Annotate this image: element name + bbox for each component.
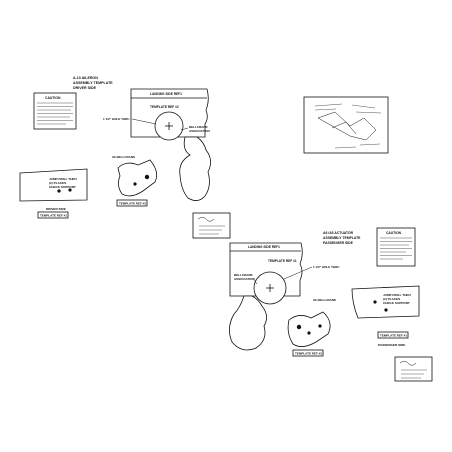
right-bracket-ref-tag <box>292 349 324 357</box>
right-title-line-2: ASSEMBLY TEMPLATE <box>323 236 361 240</box>
right-mount-plate: LANDING SIDE REF1 TEMPLATE REF #1 1 1/2"… <box>229 242 339 351</box>
right-bellcrank-note-2: ASSOCIATION <box>234 277 255 281</box>
left-caution-box <box>33 92 77 130</box>
left-mount-plate-ref: TEMPLATE REF #2 <box>150 105 179 109</box>
right-drill-ref-tag <box>377 331 409 339</box>
left-drill-template-outline <box>19 168 88 202</box>
left-drill-hole-1 <box>57 189 61 193</box>
left-assembly-title: A-10 AILERON ASSEMBLY TEMPLATE DRIVER SI… <box>73 76 113 90</box>
left-bellcrank-note-2: ASSOCIATION <box>189 129 210 133</box>
right-mount-plate-ref: TEMPLATE REF #1 <box>268 259 297 263</box>
right-drill-ref: TEMPLATE REF #1 <box>380 334 407 338</box>
bottom-right-note-card <box>394 356 433 382</box>
left-title-line-2: ASSEMBLY TEMPLATE <box>73 81 113 85</box>
right-bracket-hole-1 <box>296 324 302 330</box>
right-caution-notice: CAUTION <box>376 227 416 267</box>
left-drill-side: DRIVER SIDE <box>46 207 66 211</box>
right-hole-note: 1 1/2" HOLE THRU <box>313 265 339 269</box>
right-drill-side: PASSENGER SIDE <box>378 343 405 347</box>
left-mount-plate: LANDING SIDE REF1 TEMPLATE REF #2 1 1/2"… <box>103 88 211 201</box>
right-drill-line-1: JUMP DRILL THRU <box>383 293 412 297</box>
left-cutout-profile <box>179 136 211 201</box>
left-bracket-note: 3X BELLCRANK <box>112 155 136 159</box>
right-drill-template: JUMP DRILL THRU (2) PLACES CHECK SUPPORT… <box>351 285 420 347</box>
right-bracket-hole-3 <box>318 324 322 328</box>
left-bracket-hole-2 <box>133 182 137 186</box>
left-title-line-1: A-10 AILERON <box>73 76 98 80</box>
left-drill-ref-tag <box>37 211 69 219</box>
right-drill-line-2: (2) PLACES <box>383 297 400 301</box>
left-drill-hole-2 <box>68 188 72 192</box>
right-assembly-title: A6 /A5 ACTUATOR ASSEMBLY TEMPLATE PASSEN… <box>323 231 361 245</box>
left-mount-plate-header: LANDING SIDE REF1 <box>150 92 182 96</box>
center-note-card <box>192 212 231 239</box>
right-title-line-3: PASSENGER SIDE <box>323 241 354 245</box>
left-drill-line-3: CHECK SUPPORT <box>49 185 76 189</box>
upper-right-schematic <box>303 96 389 154</box>
left-bracket-ref-tag <box>116 199 148 207</box>
right-bracket-ref: TEMPLATE REF #3 <box>295 352 322 356</box>
right-cutout-profile <box>229 295 267 351</box>
right-bracket-note: 3X BELLCRANK <box>313 298 337 302</box>
right-drill-hole-2 <box>384 308 388 312</box>
right-bracket-outline <box>287 311 331 347</box>
right-caution-box <box>376 227 416 267</box>
left-title-line-3: DRIVER SIDE <box>73 86 97 90</box>
left-bracket-ref: TEMPLATE REF #3 <box>119 202 146 206</box>
right-bellcrank-note-1: BELLCRANK <box>234 273 253 277</box>
right-caution-heading: CAUTION <box>386 231 402 235</box>
left-bracket-outline <box>117 159 158 197</box>
left-drill-ref: TEMPLATE REF #1 <box>40 214 67 218</box>
right-title-line-1: A6 /A5 ACTUATOR <box>323 231 354 235</box>
right-bracket-hole-2 <box>307 331 311 335</box>
upper-right-schematic-frame <box>303 96 389 154</box>
left-caution-notice: CAUTION <box>33 92 77 130</box>
left-bellcrank-note-1: BELLCRANK <box>189 125 208 129</box>
left-drill-template: JUMP DRILL THRU (2) PLACES CHECK SUPPORT… <box>19 168 88 219</box>
right-drill-line-3: CHECK SUPPORT <box>383 301 410 305</box>
bottom-right-note-frame <box>394 356 433 382</box>
right-bracket: 3X BELLCRANK TEMPLATE REF #3 <box>287 298 337 357</box>
left-caution-heading: CAUTION <box>45 96 61 100</box>
right-mount-plate-header: LANDING SIDE REF1 <box>248 245 280 249</box>
left-hole-note: 1 1/2" HOLE THRU <box>103 117 129 121</box>
left-drill-line-1: JUMP DRILL THRU <box>49 177 78 181</box>
right-drill-template-outline <box>351 285 420 319</box>
left-drill-line-2: (2) PLACES <box>49 181 66 185</box>
left-bracket: 3X BELLCRANK TEMPLATE REF #3 <box>112 155 158 207</box>
right-drill-hole-1 <box>373 300 377 304</box>
left-bracket-hole-1 <box>144 174 150 180</box>
